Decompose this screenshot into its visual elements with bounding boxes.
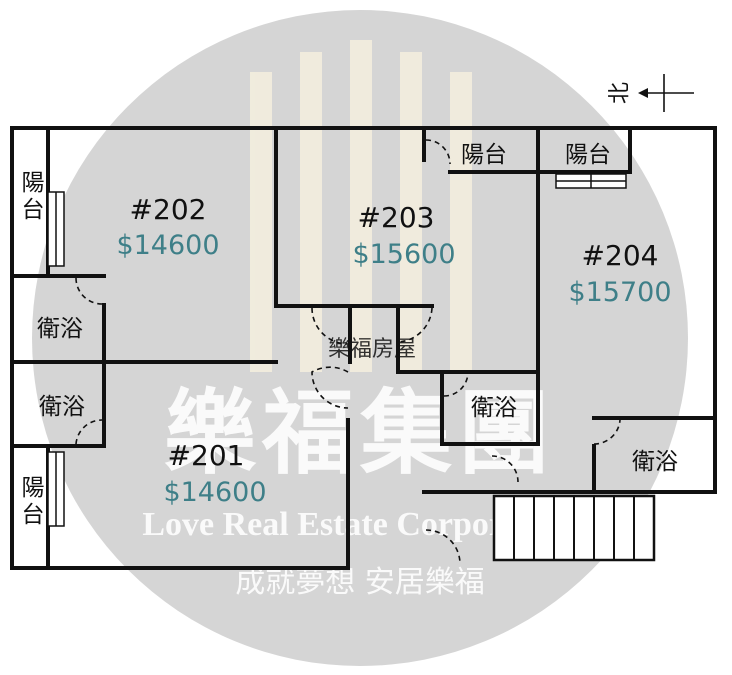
door-swings bbox=[75, 139, 621, 565]
balcony-203-label: 陽台 bbox=[461, 142, 507, 168]
balcony-201-label: 陽台 bbox=[17, 475, 44, 529]
bath-204-label: 衛浴 bbox=[632, 449, 678, 475]
watermark-slogan-text: 成就夢想 安居樂福 bbox=[235, 565, 485, 600]
windows bbox=[47, 173, 627, 527]
unit-201-number: #201 bbox=[168, 439, 245, 472]
compass: 北 bbox=[608, 74, 694, 112]
watermark-main-text: 樂福集團 bbox=[164, 379, 556, 487]
unit-204-number: #204 bbox=[582, 239, 659, 272]
unit-202-price: $14600 bbox=[116, 230, 219, 261]
watermark-logo-icon bbox=[250, 40, 472, 372]
balcony-204-label: 陽台 bbox=[565, 142, 611, 168]
north-label: 北 bbox=[608, 82, 633, 104]
room-labels: 陽台 陽台 陽台 陽台 衛浴 衛浴 衛浴 衛浴 bbox=[17, 142, 678, 529]
bath-203-label: 衛浴 bbox=[471, 395, 517, 421]
bath-202-label: 衛浴 bbox=[37, 316, 83, 342]
north-arrow-icon bbox=[638, 74, 694, 112]
unit-labels: #202 $14600 #203 $15600 #204 $15700 #201… bbox=[116, 193, 671, 508]
unit-203-number: #203 bbox=[358, 201, 435, 234]
unit-201-price: $14600 bbox=[163, 477, 266, 508]
staircase-icon bbox=[492, 494, 656, 562]
window-203-icon bbox=[555, 173, 627, 189]
window-201-icon bbox=[47, 451, 65, 527]
unit-202-number: #202 bbox=[130, 193, 207, 226]
unit-203-price: $15600 bbox=[352, 239, 455, 270]
unit-204-price: $15700 bbox=[568, 277, 671, 308]
balcony-202-label: 陽台 bbox=[17, 170, 44, 224]
bath-201-label: 衛浴 bbox=[39, 394, 85, 420]
window-202-icon bbox=[47, 191, 65, 267]
